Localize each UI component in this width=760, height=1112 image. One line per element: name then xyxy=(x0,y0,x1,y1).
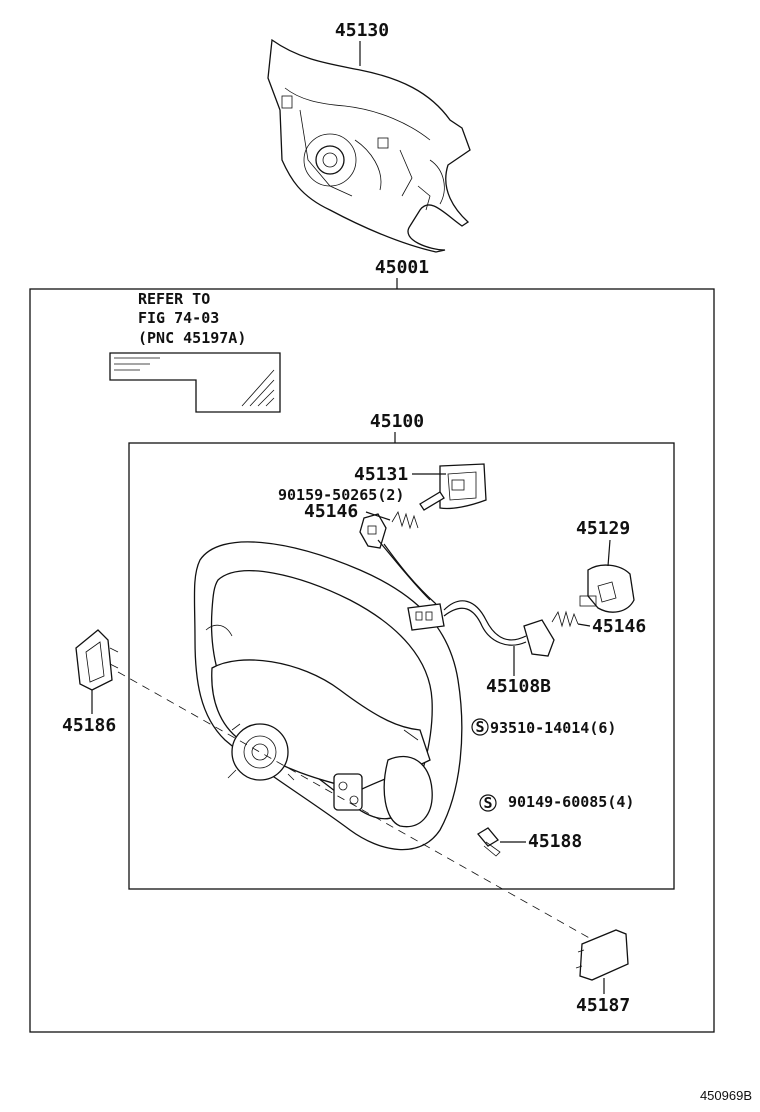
callout-90159: 90159-50265(2) xyxy=(278,486,404,504)
steering-wheel-assembly-boundary xyxy=(128,442,675,890)
callout-45108b: 45108B xyxy=(486,676,551,697)
callout-93510: 93510-14014(6) xyxy=(490,719,616,737)
callout-45187: 45187 xyxy=(576,995,630,1016)
callout-45131: 45131 xyxy=(354,464,408,485)
reference-note-line1: REFER TO xyxy=(138,290,210,308)
callout-45130: 45130 xyxy=(335,20,389,41)
callout-45001: 45001 xyxy=(375,257,429,278)
cover-45186-drawing xyxy=(75,629,119,691)
callout-45100: 45100 xyxy=(370,411,424,432)
wire-harness-drawing xyxy=(377,539,555,657)
callout-45186: 45186 xyxy=(62,715,116,736)
figure-id: 450969B xyxy=(700,1088,752,1103)
pad-45129-drawing xyxy=(579,564,635,613)
spring-45146-right-drawing xyxy=(551,610,579,628)
airbag-assembly-drawing xyxy=(267,38,471,253)
callout-45129: 45129 xyxy=(576,518,630,539)
screw-90159-drawing xyxy=(419,491,445,511)
leader-45146-right xyxy=(577,623,591,627)
callout-90149: 90149-60085(4) xyxy=(508,793,634,811)
pad-45131-drawing xyxy=(439,463,487,510)
spring-45146-upper-drawing xyxy=(359,511,419,549)
bolt-45188-drawing xyxy=(477,827,501,857)
standard-part-symbol-90149 xyxy=(479,794,497,812)
leader-45129 xyxy=(607,539,611,567)
callout-45188: 45188 xyxy=(528,831,582,852)
cover-45187-drawing xyxy=(575,929,629,981)
standard-part-mark-90149: S xyxy=(483,794,492,812)
callout-45146-upper: 45146 xyxy=(304,501,358,522)
leader-45146-upper xyxy=(365,511,391,521)
reference-note-line2: FIG 74-03 xyxy=(138,309,219,327)
standard-part-symbol-93510 xyxy=(471,718,489,736)
standard-part-mark-93510: S xyxy=(475,718,484,736)
callout-45146-right: 45146 xyxy=(592,616,646,637)
reference-note-line3: (PNC 45197A) xyxy=(138,329,246,347)
referenced-part-shape xyxy=(109,352,281,413)
outer-assembly-boundary xyxy=(29,288,715,1033)
steering-wheel-drawing xyxy=(193,541,463,851)
